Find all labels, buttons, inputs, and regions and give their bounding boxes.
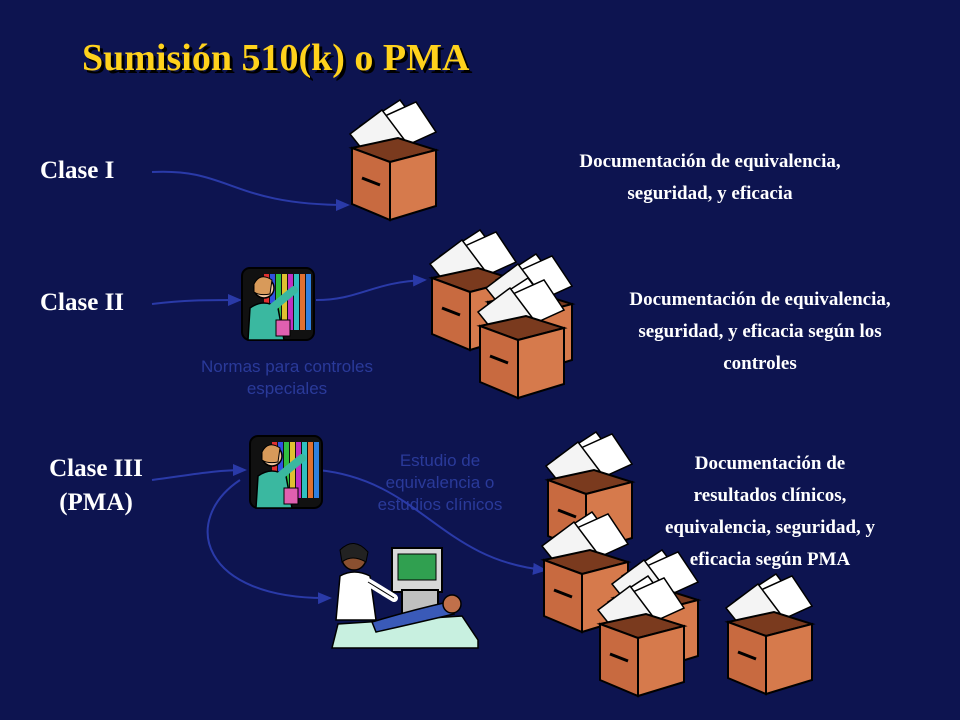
arrow-class-2-a [151, 294, 242, 307]
doc-class-2-line1: Documentación de equivalencia, [629, 289, 891, 310]
doc-class-1-line2: seguridad, y eficacia [627, 183, 793, 204]
doc-class-2-line3: controles [723, 353, 797, 374]
doc-class-2: Documentación de equivalencia, seguridad… [560, 284, 960, 380]
library-reader-icon [250, 436, 322, 508]
doc-class-3-line1: Documentación de [694, 453, 846, 474]
doc-class-3-line3: equivalencia, seguridad, y [664, 517, 876, 538]
doc-class-2-line2: seguridad, y eficacia según los [638, 321, 882, 342]
note-clinical-studies-line1: Estudio de [399, 451, 481, 470]
arrow-class-1 [151, 170, 350, 211]
note-special-controls-line1: Normas para controles [201, 357, 373, 376]
doctor-patient-icon [331, 543, 479, 649]
document-box-icon [724, 572, 814, 696]
arrow-class-2-b [315, 274, 427, 301]
class-3-label-line2: (PMA) [59, 489, 133, 516]
arrow-class-3-b [206, 479, 332, 605]
note-special-controls-line2: especiales [246, 379, 328, 398]
doc-class-1: Documentación de equivalencia, seguridad… [500, 146, 920, 210]
note-clinical-studies: Estudio de equivalencia o estudios clíni… [340, 450, 540, 516]
class-3-label-line1: Clase III [49, 455, 143, 482]
note-special-controls: Normas para controles especiales [162, 356, 412, 400]
doc-class-3: Documentación de resultados clínicos, eq… [600, 448, 940, 576]
page-title: Sumisión 510(k) o PMA [82, 37, 470, 79]
library-reader-icon [242, 268, 314, 340]
doc-class-3-line2: resultados clínicos, [693, 485, 847, 506]
doc-class-3-line4: eficacia según PMA [689, 549, 851, 570]
note-clinical-studies-line3: estudios clínicos [377, 495, 503, 514]
document-box-icon [348, 98, 438, 222]
class-2-label: Clase II [40, 289, 125, 316]
class-1-label: Clase I [40, 157, 115, 184]
doc-class-1-line1: Documentación de equivalencia, [579, 151, 841, 172]
class-3-label: Clase III (PMA) [36, 452, 156, 520]
note-clinical-studies-line2: equivalencia o [385, 473, 495, 492]
arrow-class-3-c [317, 469, 547, 575]
arrow-class-3-a [151, 464, 247, 481]
